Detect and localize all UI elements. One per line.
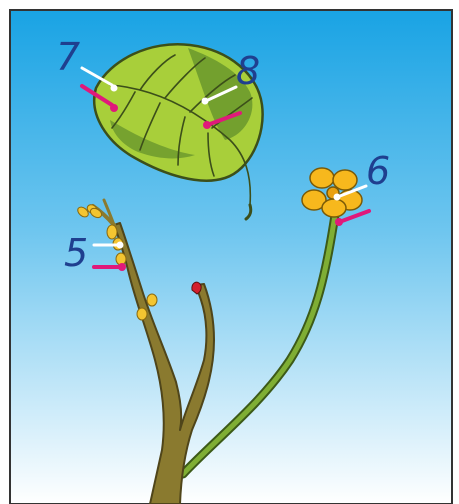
label-5: 5 (64, 231, 88, 275)
label-6: 6 (366, 149, 390, 193)
label-8: 8 (236, 49, 260, 93)
label-7: 7 (56, 35, 80, 79)
